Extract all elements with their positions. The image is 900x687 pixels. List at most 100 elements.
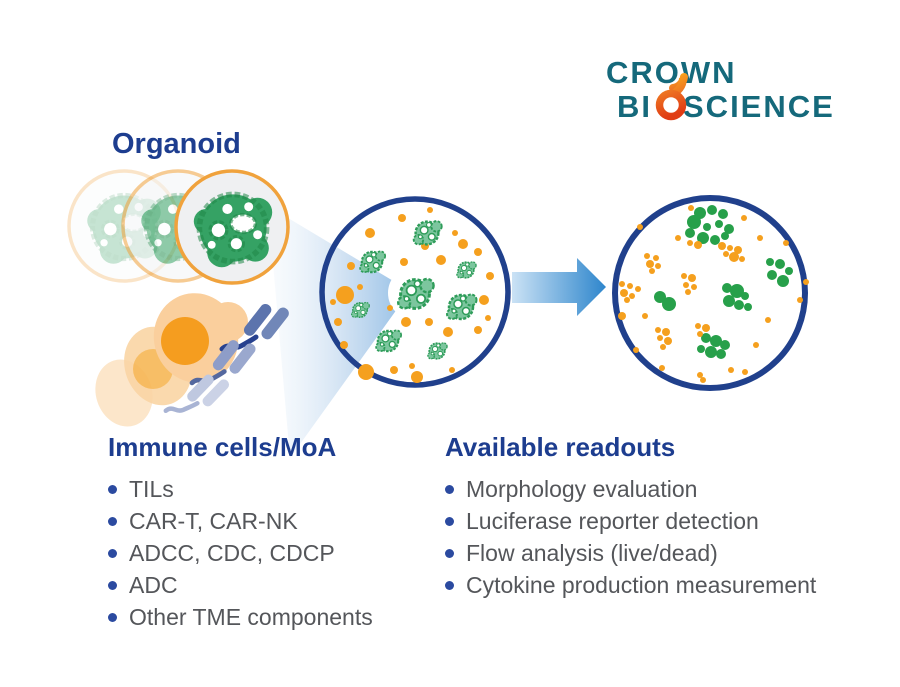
cell-dot	[425, 318, 433, 326]
cell-dot	[700, 377, 706, 383]
list-item: ADCC, CDC, CDCP	[108, 537, 438, 569]
cell-dot	[624, 297, 630, 303]
cell-dot	[757, 235, 763, 241]
logo-ribbon-icon	[655, 73, 688, 121]
logo-line2-prefix: BI	[617, 89, 652, 124]
readouts-panel: Available readouts Morphology evaluation…	[445, 432, 865, 601]
cell-dot	[479, 295, 489, 305]
cell-dot	[718, 209, 728, 219]
cell-dot	[411, 371, 423, 383]
cell-dot	[707, 205, 717, 215]
cell-dot	[409, 363, 415, 369]
cell-dot	[722, 283, 732, 293]
cell-dot	[635, 286, 641, 292]
cell-dot	[697, 331, 703, 337]
list-item: CAR-T, CAR-NK	[108, 505, 438, 537]
cell-dot	[702, 324, 710, 332]
cell-dot	[357, 284, 363, 290]
list-item-label: Other TME components	[129, 603, 373, 630]
transfer-beam	[268, 206, 410, 458]
cell-dot	[681, 273, 687, 279]
cell-dot	[723, 251, 729, 257]
cell-dot	[695, 323, 701, 329]
cell-dot	[683, 282, 689, 288]
cell-dot	[739, 256, 745, 262]
readouts-panel-list: Morphology evaluation Luciferase reporte…	[445, 473, 865, 601]
cell-dot	[685, 228, 695, 238]
cell-dot	[655, 327, 661, 333]
cell-dot	[783, 240, 789, 246]
list-item: Flow analysis (live/dead)	[445, 537, 865, 569]
list-item: Luciferase reporter detection	[445, 505, 865, 537]
organoid-circle-front	[174, 169, 290, 285]
list-item-label: ADC	[129, 571, 178, 598]
bullet-icon	[108, 580, 117, 590]
cell-dot	[728, 367, 734, 373]
cell-dot	[685, 289, 691, 295]
list-item-label: Flow analysis (live/dead)	[466, 539, 718, 566]
cell-dot	[655, 263, 661, 269]
cell-dot	[741, 215, 747, 221]
cell-dot	[766, 258, 774, 266]
list-item-label: Morphology evaluation	[466, 475, 698, 502]
cell-dot	[687, 215, 701, 229]
cell-dot	[710, 235, 720, 245]
cell-dot	[629, 293, 635, 299]
cell-dot	[718, 242, 726, 250]
readout-dish-cells	[618, 205, 809, 383]
cell-dot	[449, 367, 455, 373]
cell-dot	[474, 248, 482, 256]
mini-organoid	[375, 329, 403, 353]
cell-dot	[427, 207, 433, 213]
cell-dot	[716, 349, 726, 359]
cell-dot	[785, 267, 793, 275]
cell-dot	[659, 365, 665, 371]
cell-dot	[697, 232, 709, 244]
cell-dot	[710, 335, 722, 347]
list-item: TILs	[108, 473, 438, 505]
cell-dot	[330, 299, 336, 305]
cell-dot	[458, 239, 468, 249]
cell-dot	[803, 279, 809, 285]
cell-dot	[767, 270, 777, 280]
cell-dot	[664, 337, 672, 345]
list-item-label: CAR-T, CAR-NK	[129, 507, 298, 534]
logo-line2-suffix: SCIENCE	[683, 89, 835, 124]
cell-dot	[619, 281, 625, 287]
bullet-icon	[108, 548, 117, 558]
list-item-label: Luciferase reporter detection	[466, 507, 759, 534]
organoid-stack	[67, 169, 290, 285]
crownbio-logo: CROWN BI SCIENCE	[606, 57, 835, 122]
readout-dish	[612, 195, 808, 391]
cell-dot	[390, 366, 398, 374]
cell-dot	[703, 223, 711, 231]
cell-dot	[705, 346, 717, 358]
list-item-label: ADCC, CDC, CDCP	[129, 539, 335, 566]
bullet-icon	[108, 612, 117, 622]
cell-dot	[701, 333, 711, 343]
cell-dot	[765, 317, 771, 323]
coculture-dish	[319, 196, 511, 388]
immune-panel-list: TILs CAR-T, CAR-NK ADCC, CDC, CDCP ADC O…	[108, 473, 438, 633]
cell-dot	[486, 272, 494, 280]
bullet-icon	[445, 548, 454, 558]
logo-line1: CROWN	[606, 55, 737, 90]
cell-dot	[400, 258, 408, 266]
cell-dot	[753, 342, 759, 348]
cell-dot	[633, 347, 639, 353]
list-item: Morphology evaluation	[445, 473, 865, 505]
cell-dot	[694, 241, 702, 249]
bullet-icon	[108, 484, 117, 494]
cell-dot	[637, 224, 643, 230]
cell-dot	[797, 297, 803, 303]
mini-organoid	[427, 342, 448, 360]
cell-dot	[723, 295, 735, 307]
cell-dot	[358, 364, 374, 380]
list-item: Cytokine production measurement	[445, 569, 865, 601]
cell-dot	[742, 369, 748, 375]
cell-dot	[688, 205, 694, 211]
cell-dot	[729, 252, 739, 262]
cell-dot	[654, 291, 666, 303]
cell-dot	[336, 286, 354, 304]
